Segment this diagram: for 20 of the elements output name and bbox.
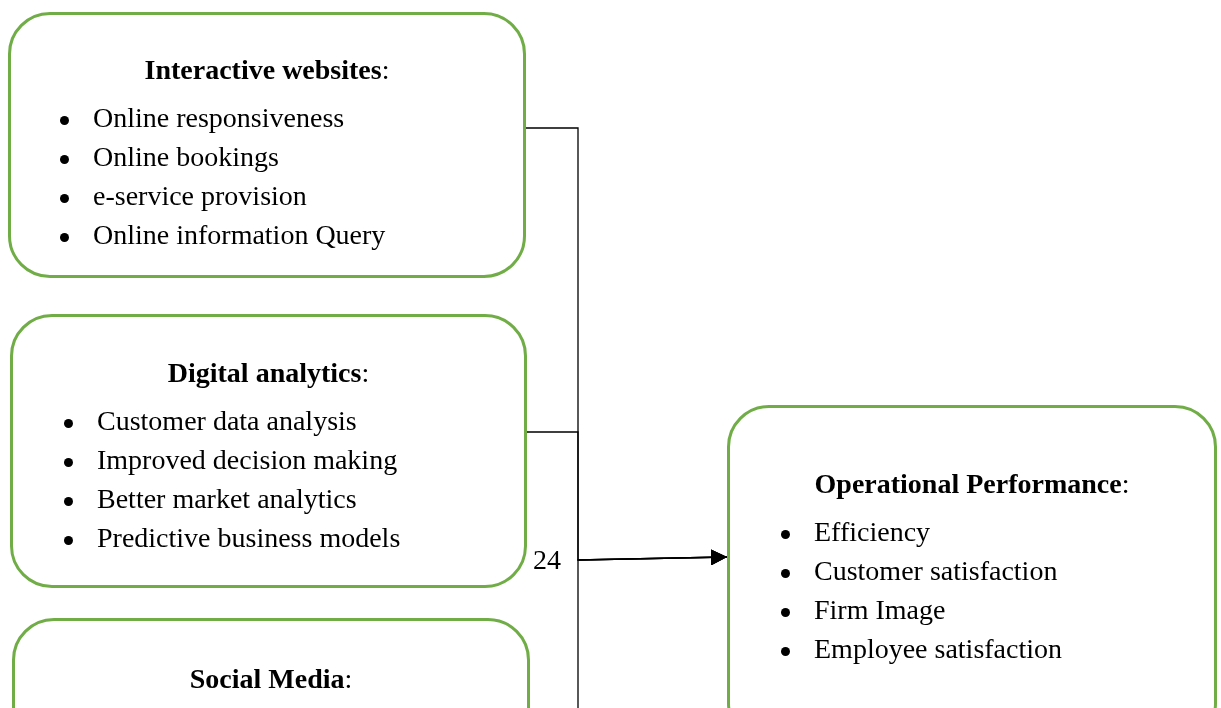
bullet-item: Firm Image: [814, 593, 946, 627]
bullet-item: Online bookings: [93, 140, 279, 174]
rounded-box: [8, 12, 526, 278]
bullet-item: e-service provision: [93, 179, 307, 213]
box-heading: Social Media:: [188, 662, 354, 696]
rounded-box: [727, 405, 1217, 708]
bullet-item: Efficiency: [814, 515, 931, 549]
box-heading: Operational Performance:: [813, 467, 1131, 501]
box-heading: Digital analytics:: [166, 356, 371, 390]
page-number: 24: [533, 545, 561, 575]
bullet-item: Online information Query: [93, 218, 386, 252]
bullet-item: Employee satisfaction: [814, 632, 1063, 666]
bullet-item: Customer satisfaction: [814, 554, 1058, 588]
bullet-item: Online responsiveness: [93, 101, 345, 135]
bullet-item: Improved decision making: [97, 443, 398, 477]
bullet-item: Customer data analysis: [97, 404, 357, 438]
rounded-box: [10, 314, 527, 588]
bullet-item: Predictive business models: [97, 521, 401, 555]
bullet-item: Better market analytics: [97, 482, 357, 516]
box-heading: Interactive websites:: [143, 53, 391, 87]
